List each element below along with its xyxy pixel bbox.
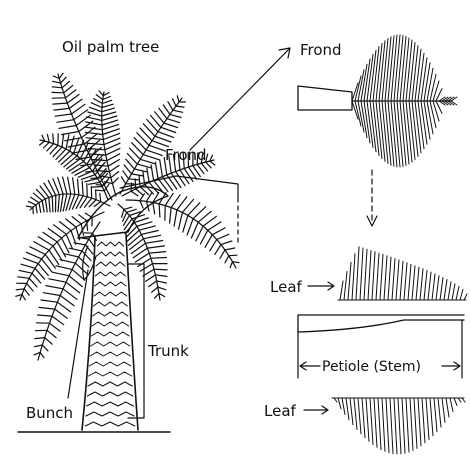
bunch-pointer [68, 270, 88, 398]
bunch-label: Bunch [26, 404, 73, 422]
petiole-shape [298, 315, 464, 332]
frond-top-label: Frond [300, 41, 342, 59]
petiole-label: Petiole (Stem) [322, 359, 421, 375]
frond-tree-label: Frond [165, 146, 207, 164]
leaves-lower [332, 398, 465, 454]
leaves-upper [338, 247, 467, 300]
diagram-title: Oil palm tree [62, 38, 159, 56]
arrow-tree-to-frond [190, 48, 290, 150]
leaf-lower-arrow [304, 406, 328, 414]
leaf-upper-label: Leaf [270, 278, 303, 296]
trunk-label: Trunk [147, 342, 189, 360]
leaf-upper-arrow [308, 282, 334, 290]
tree-fronds [16, 73, 239, 360]
palm-tree [16, 73, 239, 432]
frond-petiole [298, 86, 352, 110]
leaf-lower-label: Leaf [264, 402, 297, 420]
